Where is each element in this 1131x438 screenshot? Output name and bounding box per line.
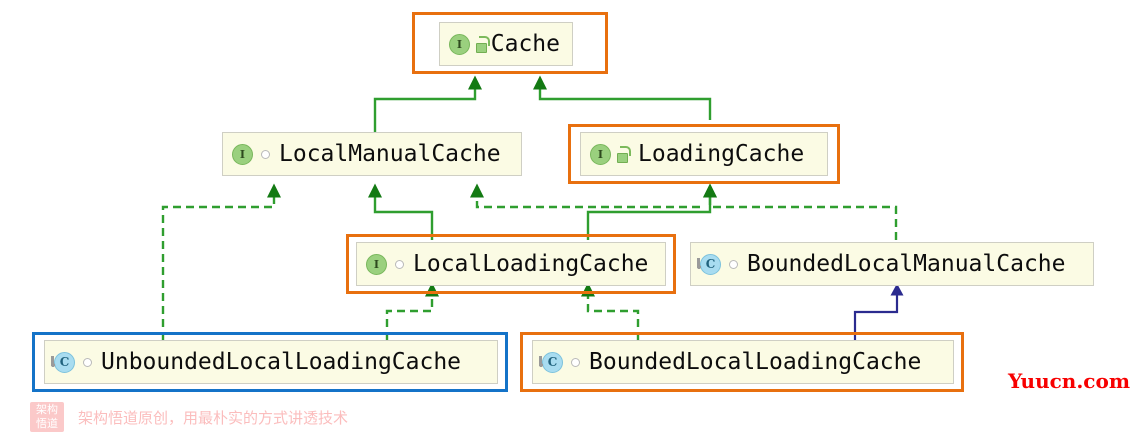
edge-loadingcache-to-cache: [533, 75, 712, 120]
padlock-open-icon: [617, 146, 631, 163]
node-localmanualcache[interactable]: I LocalManualCache: [222, 132, 522, 176]
edge-localmanualcache-to-cache: [373, 75, 482, 133]
node-label: LocalManualCache: [279, 140, 501, 167]
node-cache[interactable]: I Cache: [439, 22, 573, 66]
interface-icon: I: [232, 143, 253, 165]
circle-outline-icon: [571, 357, 580, 367]
padlock-open-icon: [476, 36, 490, 53]
circle-outline-icon: [729, 259, 738, 269]
watermark-badge-line2: 悟道: [36, 417, 58, 430]
watermark: 架构 悟道 架构悟道原创，用最朴实的方式讲透技术: [30, 402, 348, 432]
brand-label: Yuucn.com: [1008, 369, 1130, 393]
node-label: LoadingCache: [638, 140, 805, 167]
node-unboundedlocalloadingcache[interactable]: C UnboundedLocalLoadingCache: [44, 340, 498, 384]
selection-frame-loadingcache[interactable]: [568, 124, 840, 184]
circle-outline-icon: [395, 259, 404, 269]
node-boundedlocalloadingcache[interactable]: C BoundedLocalLoadingCache: [532, 340, 954, 384]
node-label: BoundedLocalManualCache: [747, 250, 1066, 277]
edge-boundedlocalmanualcache-to-loadingcache: [703, 183, 898, 240]
selection-frame-cache[interactable]: [412, 12, 608, 74]
interface-icon: I: [366, 253, 387, 275]
class-icon-letter: C: [54, 351, 75, 373]
interface-icon: I: [449, 33, 470, 55]
class-icon-letter: C: [700, 253, 721, 275]
edge-boundedlocalmanualcache-to-localmanualcache: [470, 183, 700, 209]
node-label: BoundedLocalLoadingCache: [589, 348, 922, 375]
selection-frame-boundedlocalloadingcache[interactable]: [520, 332, 964, 392]
interface-icon-letter: I: [590, 143, 611, 165]
watermark-badge: 架构 悟道: [30, 402, 64, 432]
watermark-text: 架构悟道原创，用最朴实的方式讲透技术: [78, 408, 349, 427]
node-loadingcache[interactable]: I LoadingCache: [580, 132, 828, 176]
class-icon: C: [542, 351, 563, 373]
node-label: Cache: [490, 30, 560, 57]
node-label: UnboundedLocalLoadingCache: [101, 348, 462, 375]
circle-outline-icon: [261, 149, 270, 159]
node-label: LocalLoadingCache: [413, 250, 649, 277]
class-icon: C: [54, 351, 75, 373]
node-localloadingcache[interactable]: I LocalLoadingCache: [356, 242, 666, 286]
interface-icon: I: [590, 143, 611, 165]
interface-icon-letter: I: [449, 33, 470, 55]
watermark-badge-line1: 架构: [36, 403, 58, 416]
interface-icon-letter: I: [366, 253, 387, 275]
interface-icon-letter: I: [232, 143, 253, 165]
circle-outline-icon: [83, 357, 92, 367]
class-icon-letter: C: [542, 351, 563, 373]
node-boundedlocalmanualcache[interactable]: C BoundedLocalManualCache: [690, 242, 1094, 286]
selection-frame-unboundedlocalloadingcache[interactable]: [32, 332, 508, 392]
selection-frame-localloadingcache[interactable]: [346, 234, 676, 294]
edge-unboundedlocalloadingcache-to-localmanualcache: [161, 183, 281, 340]
class-icon: C: [700, 253, 721, 275]
